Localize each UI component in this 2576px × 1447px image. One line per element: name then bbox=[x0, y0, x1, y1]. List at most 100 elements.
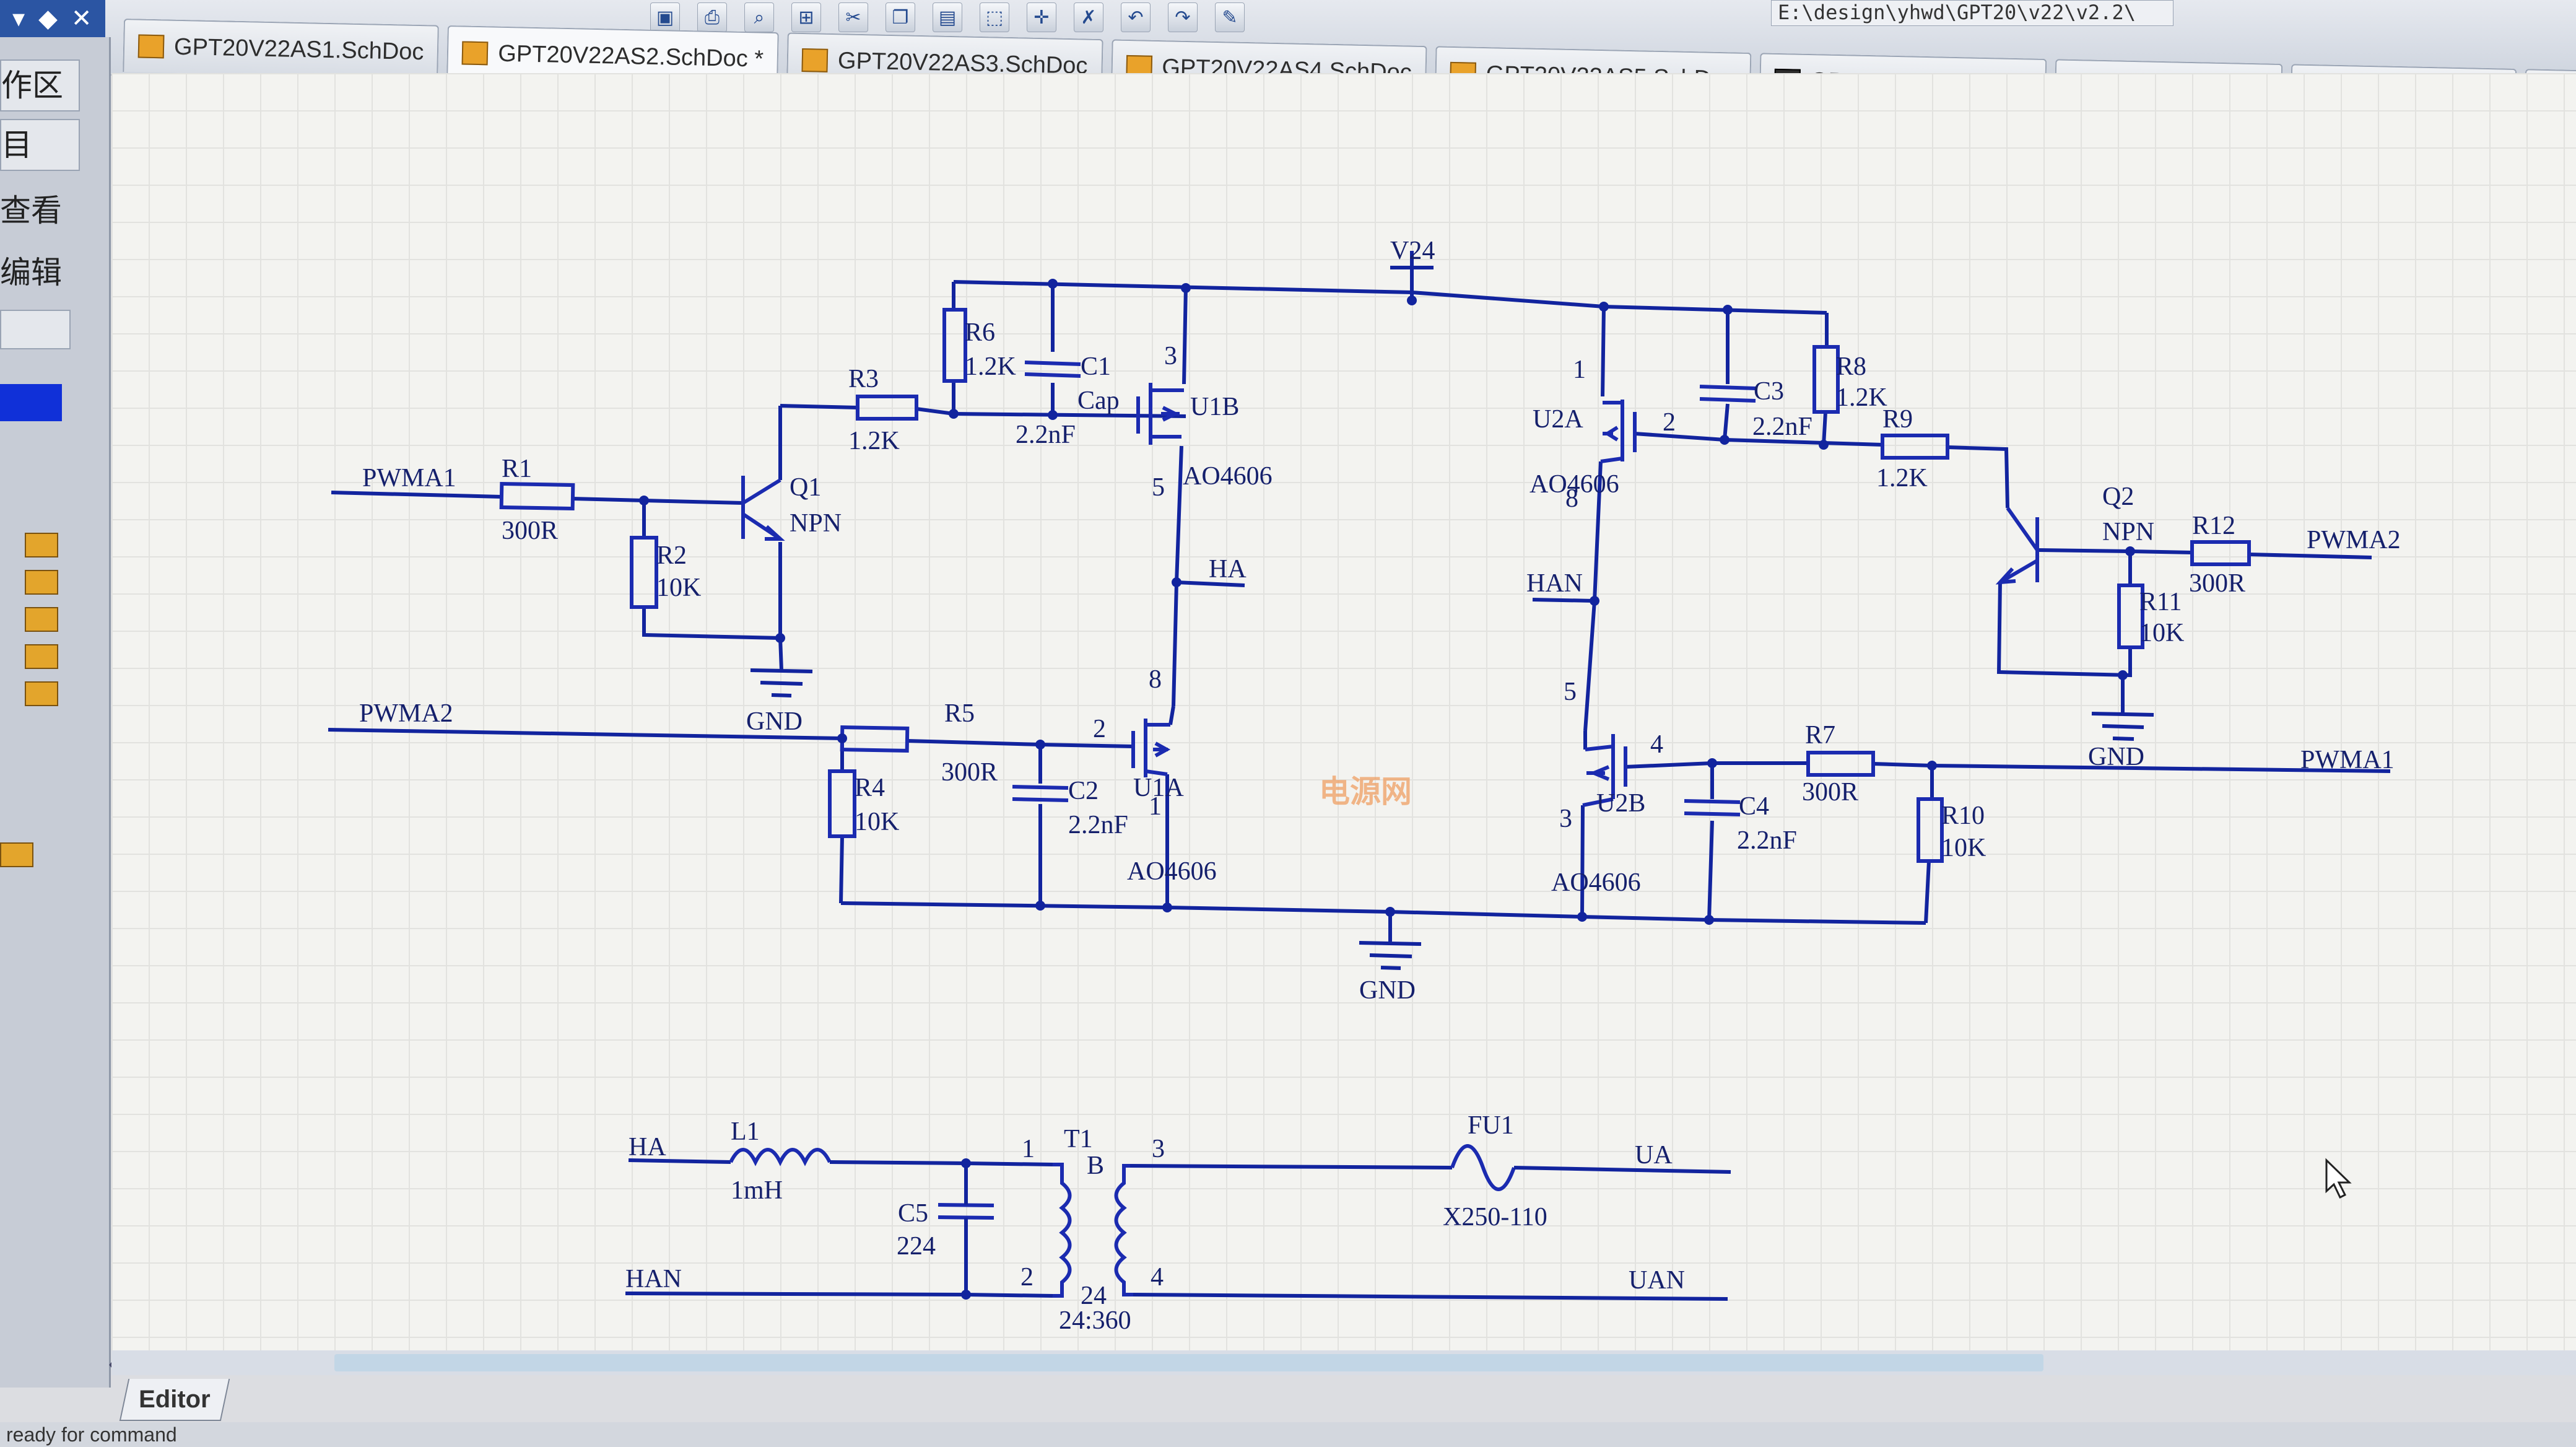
mosfet-u2b[interactable] bbox=[1582, 734, 1627, 807]
ua-net-wire[interactable] bbox=[1513, 1166, 1731, 1174]
resistor-r12[interactable] bbox=[2190, 540, 2251, 566]
pwma1-right-wire[interactable] bbox=[1625, 761, 2391, 773]
scrollbar-thumb[interactable] bbox=[334, 1354, 2043, 1371]
resistor-r4[interactable] bbox=[828, 769, 856, 838]
resistor-r6[interactable] bbox=[942, 308, 967, 383]
selected-tree-item[interactable] bbox=[0, 384, 62, 421]
cut-icon[interactable]: ✂ bbox=[838, 2, 868, 32]
inductor-l1[interactable] bbox=[729, 1148, 832, 1166]
editor-tab[interactable]: Editor bbox=[119, 1379, 230, 1421]
schematic-canvas[interactable]: V24 PWMA1 PWMA2 PWMA2 PWMA1 HA HAN GND G… bbox=[111, 73, 2576, 1362]
resistor-r8[interactable] bbox=[1812, 345, 1840, 414]
u2a-pin-bot: 8 bbox=[1565, 484, 1578, 513]
mosfet-u2a[interactable] bbox=[1600, 400, 1637, 463]
folder-icon[interactable] bbox=[25, 570, 58, 595]
select-icon[interactable]: ⬚ bbox=[980, 2, 1009, 32]
panel-workspace[interactable]: 作区 bbox=[0, 59, 80, 111]
folder-icon[interactable] bbox=[25, 644, 58, 669]
print-icon[interactable]: ⎙ bbox=[697, 2, 727, 32]
resistor-r7[interactable] bbox=[1806, 751, 1875, 777]
capacitor-c3[interactable] bbox=[1699, 385, 1756, 403]
menu-icon[interactable]: ▾ bbox=[12, 5, 25, 32]
panel-project[interactable]: 目 bbox=[0, 119, 80, 171]
r9-wire[interactable] bbox=[1947, 445, 2009, 509]
u1b-pin-top: 3 bbox=[1164, 342, 1177, 370]
redo-icon[interactable]: ↷ bbox=[1168, 2, 1198, 32]
pencil-icon[interactable]: ✎ bbox=[1215, 2, 1245, 32]
u2b-wire[interactable] bbox=[1580, 731, 1587, 917]
r4-wire[interactable] bbox=[839, 738, 844, 904]
folder-icon[interactable] bbox=[25, 533, 58, 557]
move-icon[interactable]: ✛ bbox=[1027, 2, 1056, 32]
capacitor-c5[interactable] bbox=[938, 1203, 994, 1220]
folder-icon[interactable] bbox=[25, 607, 58, 632]
c5-ref: C5 bbox=[898, 1199, 928, 1228]
r1-ref: R1 bbox=[502, 455, 532, 483]
pwma2-left-wire[interactable] bbox=[328, 728, 1134, 748]
resistor-r11[interactable] bbox=[2117, 584, 2144, 649]
capacitor-c1[interactable] bbox=[1024, 361, 1081, 378]
horizontal-scrollbar[interactable] bbox=[111, 1350, 2576, 1375]
pin-icon[interactable]: ◆ bbox=[38, 5, 58, 32]
u1a-pin-gate: 2 bbox=[1093, 715, 1106, 743]
v24-power-port[interactable] bbox=[1390, 251, 1434, 300]
panel-view[interactable]: 查看 bbox=[0, 193, 62, 228]
editor-tab-label: Editor bbox=[139, 1385, 211, 1413]
capacitor-c4[interactable] bbox=[1684, 799, 1741, 816]
mosfet-u1a[interactable] bbox=[1131, 719, 1171, 777]
transformer-t1-primary[interactable] bbox=[1053, 1163, 1072, 1298]
fuse-fu1[interactable] bbox=[1450, 1144, 1516, 1191]
resistor-r9[interactable] bbox=[1881, 434, 1949, 460]
resistor-r3[interactable] bbox=[856, 395, 918, 421]
han-net-wire[interactable] bbox=[1532, 598, 1595, 603]
r10-wire[interactable] bbox=[1924, 766, 1934, 924]
c4-wire[interactable] bbox=[1707, 763, 1714, 920]
q2-emitter-wire[interactable] bbox=[1996, 582, 2132, 678]
save-icon[interactable]: ▣ bbox=[650, 2, 680, 32]
panel-editor[interactable]: 编辑器 bbox=[0, 255, 62, 290]
document-tab[interactable]: GPT20V22AS1.SchDoc bbox=[123, 19, 440, 79]
v24-rail-wire[interactable] bbox=[953, 280, 1827, 315]
han-bottom-wire[interactable] bbox=[625, 1292, 1053, 1298]
u2a-drain-source-wire[interactable] bbox=[1583, 306, 1606, 732]
folder-icon[interactable] bbox=[0, 842, 33, 867]
copy-icon[interactable]: ❐ bbox=[886, 2, 915, 32]
mosfet-u1b[interactable] bbox=[1136, 383, 1184, 445]
close-icon[interactable]: ✕ bbox=[71, 5, 92, 32]
v24-label: V24 bbox=[1390, 237, 1435, 265]
schematic-drawing[interactable]: V24 PWMA1 PWMA2 PWMA2 PWMA1 HA HAN GND G… bbox=[111, 73, 2576, 1362]
c3-wire[interactable] bbox=[1723, 310, 1730, 440]
ha-bottom-wire[interactable] bbox=[628, 1158, 731, 1164]
q1-emitter-wire[interactable] bbox=[642, 542, 782, 640]
r8-wire[interactable] bbox=[1822, 313, 1829, 445]
gnd-rail-wire[interactable] bbox=[840, 901, 1926, 925]
undo-icon[interactable]: ↶ bbox=[1121, 2, 1151, 32]
zoom-icon[interactable]: ⌕ bbox=[744, 2, 774, 32]
delete-icon[interactable]: ✗ bbox=[1074, 2, 1103, 32]
gnd-symbol-q2[interactable] bbox=[2091, 675, 2154, 741]
folder-icon[interactable] bbox=[25, 681, 58, 706]
zoom-area-icon[interactable]: ⊞ bbox=[791, 2, 821, 32]
r3-wire[interactable] bbox=[780, 404, 954, 416]
l1-to-t1-wire[interactable] bbox=[829, 1160, 1053, 1166]
resistor-r1[interactable] bbox=[499, 481, 575, 511]
t1-to-fu1-wire[interactable] bbox=[1129, 1164, 1453, 1169]
panel-dropdown[interactable] bbox=[0, 310, 71, 349]
capacitor-c2[interactable] bbox=[1012, 785, 1069, 802]
resistor-r10[interactable] bbox=[1917, 797, 1944, 863]
gnd-symbol-q1[interactable] bbox=[750, 637, 813, 697]
u1a-value: AO4606 bbox=[1127, 857, 1217, 886]
transistor-q2[interactable] bbox=[1995, 507, 2039, 585]
gnd-label-main: GND bbox=[1359, 976, 1416, 1005]
uan-net-wire[interactable] bbox=[1133, 1293, 1728, 1301]
transistor-q1[interactable] bbox=[741, 476, 785, 541]
ha-net-wire[interactable] bbox=[1176, 580, 1245, 587]
pwma1-left-wire[interactable] bbox=[331, 491, 744, 505]
transformer-t1-secondary[interactable] bbox=[1114, 1164, 1134, 1296]
paste-icon[interactable]: ▤ bbox=[933, 2, 962, 32]
l1-ref: L1 bbox=[731, 1117, 760, 1146]
u1a-wire[interactable] bbox=[1165, 706, 1175, 907]
gnd-symbol-main[interactable] bbox=[1359, 912, 1422, 970]
resistor-r5[interactable] bbox=[840, 725, 910, 753]
resistor-r2[interactable] bbox=[630, 536, 658, 609]
